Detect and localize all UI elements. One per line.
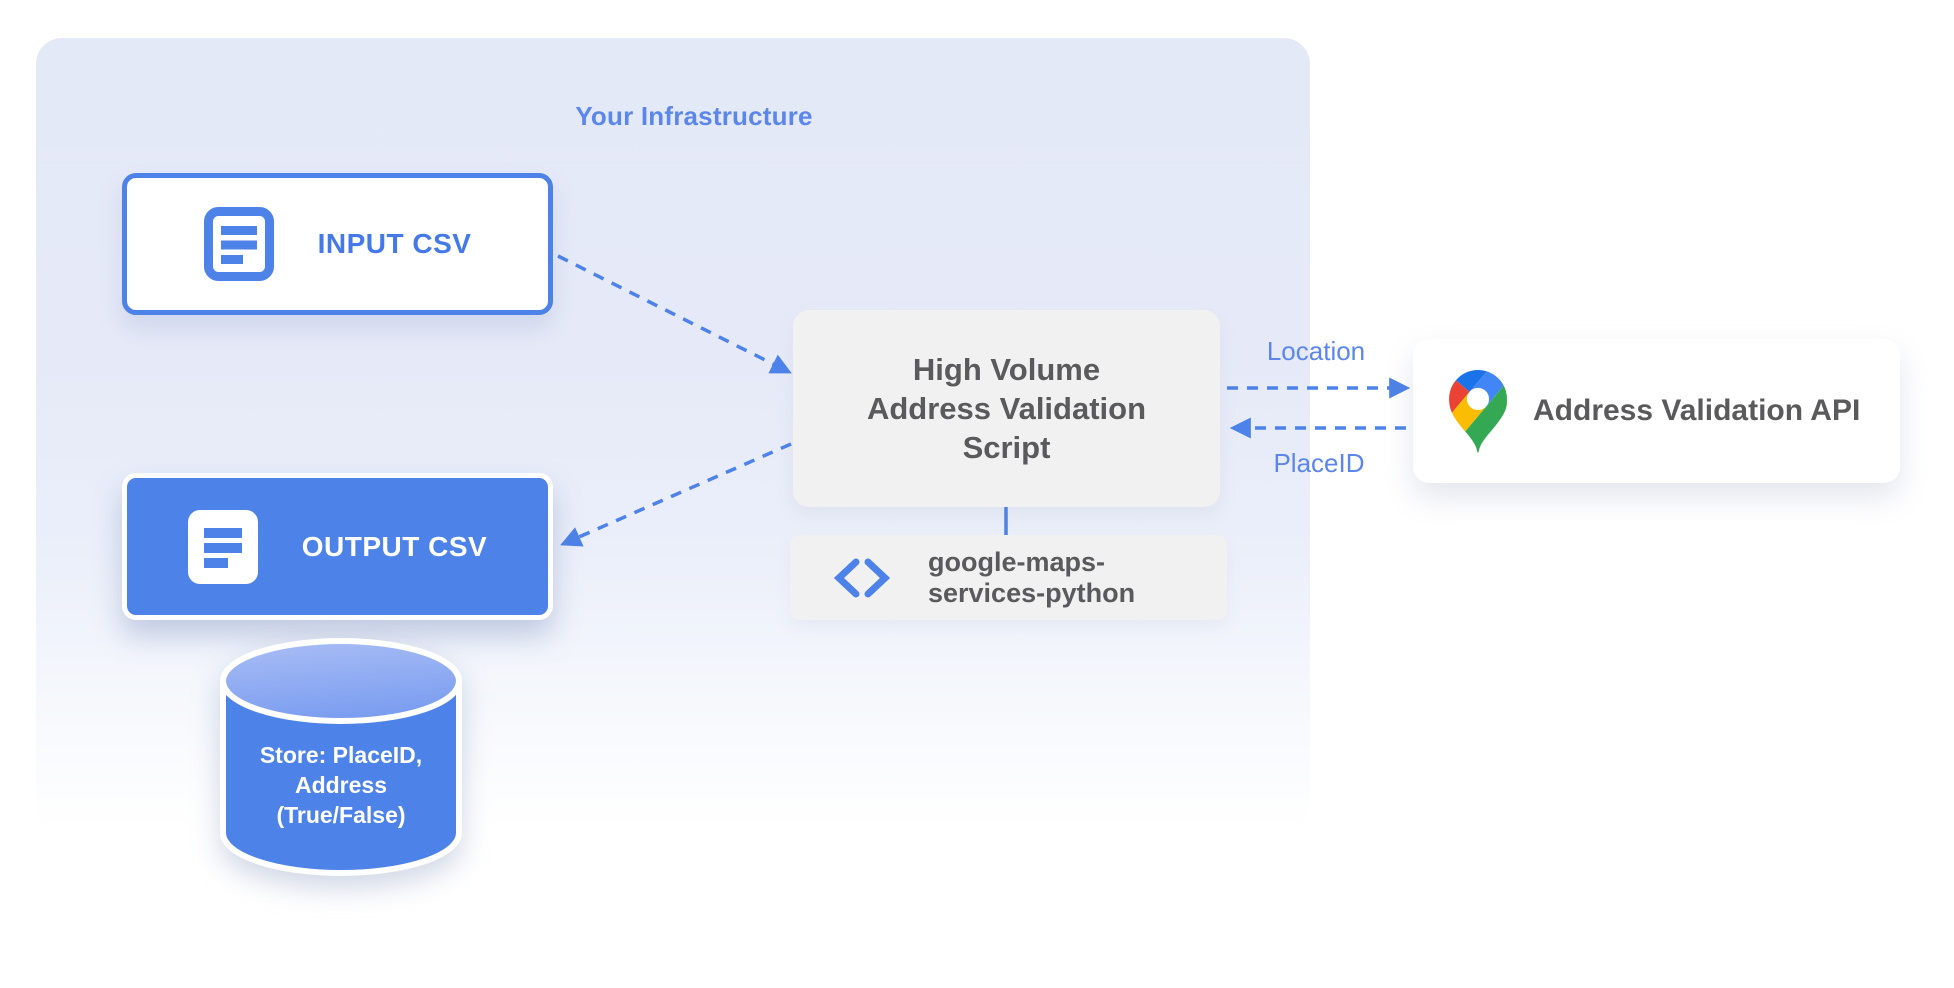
edge-label-location: Location (1266, 336, 1366, 366)
code-icon (834, 558, 890, 597)
datastore-label: Store: PlaceID, Address (True/False) (259, 742, 423, 828)
input-csv-label: INPUT CSV (317, 228, 472, 259)
csv-document-icon (187, 509, 258, 584)
edge-label-placeid: PlaceID (1273, 448, 1365, 478)
output-csv-label: OUTPUT CSV (301, 530, 488, 562)
node-input-csv: INPUT CSV (122, 173, 553, 315)
csv-document-icon (203, 207, 274, 281)
google-maps-pin-icon (1449, 369, 1507, 453)
library-label: google-maps- services-python (928, 546, 1136, 608)
node-datastore: Store: PlaceID, Address (True/False) (217, 635, 465, 885)
api-label: Address Validation API (1533, 394, 1861, 427)
infrastructure-title: Your Infrastructure (575, 101, 813, 131)
node-output-csv: OUTPUT CSV (122, 473, 553, 620)
node-api: Address Validation API (1413, 339, 1900, 483)
database-cylinder-shape (220, 638, 462, 876)
node-library: google-maps- services-python (790, 535, 1227, 620)
node-script: High Volume Address Validation Script (793, 310, 1220, 507)
script-label: High Volume Address Validation Script (866, 352, 1147, 465)
